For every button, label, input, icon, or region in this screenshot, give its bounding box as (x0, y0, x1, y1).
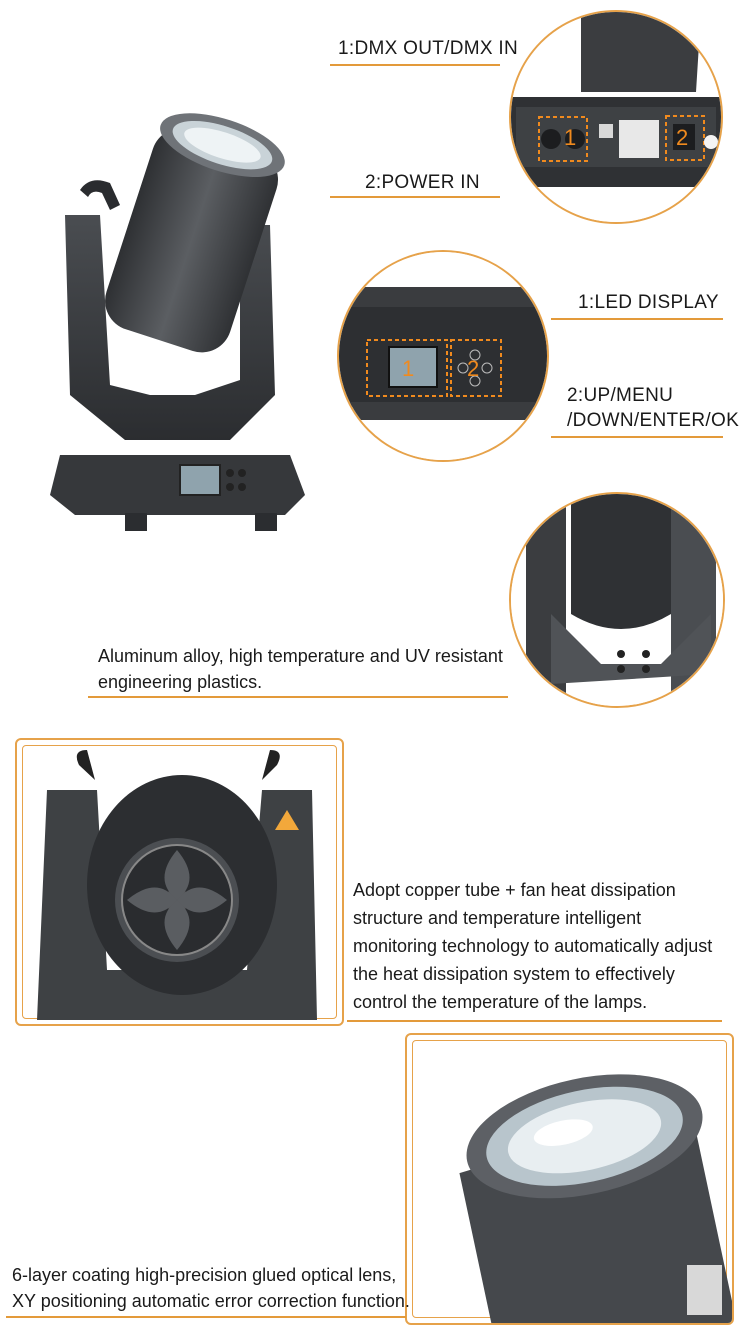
io-callout-2: 2 (676, 125, 689, 150)
buttons-underline (551, 436, 723, 438)
buttons-label-line1: 2:UP/MENU (567, 385, 674, 406)
power-underline (330, 196, 500, 198)
main-fixture-image (30, 95, 320, 535)
panel-callout-2: 2 (467, 356, 480, 381)
dmx-underline (330, 64, 500, 66)
control-panel-closeup (337, 250, 549, 462)
panel-callout-1: 1 (402, 356, 415, 381)
io-connectors-closeup (509, 10, 723, 224)
material-text-line1: Aluminum alloy, high temperature and UV … (98, 646, 503, 666)
buttons-label-line2: /DOWN/ENTER/OK (567, 410, 740, 431)
cooling-text-line2: structure and temperature intelligent (353, 908, 642, 928)
cooling-text-line4: the heat dissipation system to effective… (353, 964, 675, 984)
lens-text-line1: 6-layer coating high-precision glued opt… (12, 1265, 397, 1285)
dmx-label: 1:DMX OUT/DMX IN (338, 38, 519, 59)
yoke-closeup (509, 492, 725, 708)
fan-rear-image (15, 738, 344, 1026)
io-callout-1: 1 (564, 125, 577, 150)
cooling-text-line5: control the temperature of the lamps. (353, 992, 648, 1012)
lens-underline (6, 1316, 406, 1318)
material-text-line2: engineering plastics. (98, 672, 263, 692)
lens-image (405, 1033, 734, 1325)
material-underline (88, 696, 508, 698)
lens-text-line2: XY positioning automatic error correctio… (12, 1291, 410, 1311)
cooling-text-line3: monitoring technology to automatically a… (353, 936, 713, 956)
power-label: 2:POWER IN (365, 172, 480, 193)
cooling-text-line1: Adopt copper tube + fan heat dissipation (353, 880, 676, 900)
display-label: 1:LED DISPLAY (578, 292, 719, 313)
cooling-underline (347, 1020, 722, 1022)
display-underline (551, 318, 723, 320)
